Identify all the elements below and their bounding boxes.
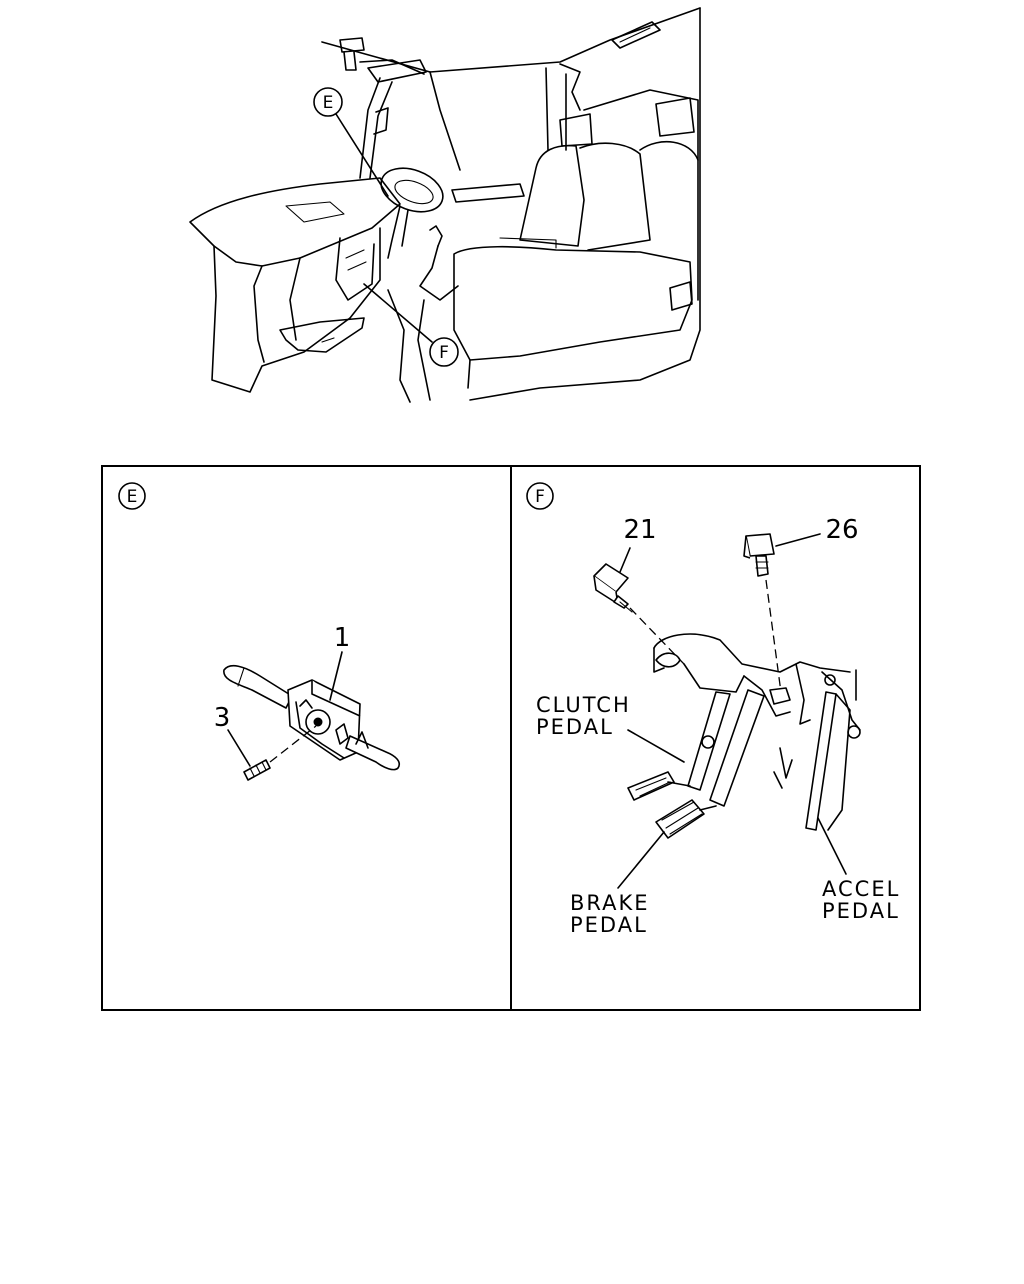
svg-text:CLUTCH: CLUTCH xyxy=(536,693,631,717)
svg-text:PEDAL: PEDAL xyxy=(536,715,614,739)
svg-text:F: F xyxy=(439,343,449,363)
svg-text:ACCEL: ACCEL xyxy=(822,877,900,901)
screw-icon xyxy=(243,725,317,781)
panel-e: E 1 3 xyxy=(118,482,401,781)
cab-interior-overview: E F xyxy=(189,7,701,403)
mirror-icon xyxy=(339,37,365,71)
part-3-label: 3 xyxy=(214,703,251,767)
svg-text:E: E xyxy=(127,487,138,507)
brake-pedal-label: BRAKE PEDAL xyxy=(570,831,665,937)
clutch-pedal-label: CLUTCH PEDAL xyxy=(536,693,685,763)
svg-text:PEDAL: PEDAL xyxy=(570,913,648,937)
steering-wheel-icon xyxy=(380,167,444,259)
callout-f-overview: F xyxy=(363,283,459,367)
svg-text:3: 3 xyxy=(214,703,231,733)
callout-f-panel: F xyxy=(526,482,554,510)
svg-text:1: 1 xyxy=(334,623,351,653)
part-1-label: 1 xyxy=(329,623,351,701)
callout-e-panel: E xyxy=(118,482,146,510)
clutch-switch-icon xyxy=(593,563,633,613)
callout-e-overview: E xyxy=(313,87,389,197)
accel-pedal-label: ACCEL PEDAL xyxy=(817,817,900,923)
pedal-assembly-icon xyxy=(627,633,861,839)
svg-text:PEDAL: PEDAL xyxy=(822,899,900,923)
svg-text:26: 26 xyxy=(825,515,858,545)
brake-switch-icon xyxy=(743,533,775,577)
svg-text:21: 21 xyxy=(623,515,656,545)
combination-switch-icon xyxy=(223,664,401,771)
part-26-label: 26 xyxy=(775,515,859,547)
part-21-label: 21 xyxy=(619,515,657,573)
svg-text:F: F xyxy=(535,487,545,507)
svg-text:BRAKE: BRAKE xyxy=(570,891,650,915)
panel-f: F 21 26 xyxy=(526,482,900,937)
svg-text:E: E xyxy=(323,93,334,113)
